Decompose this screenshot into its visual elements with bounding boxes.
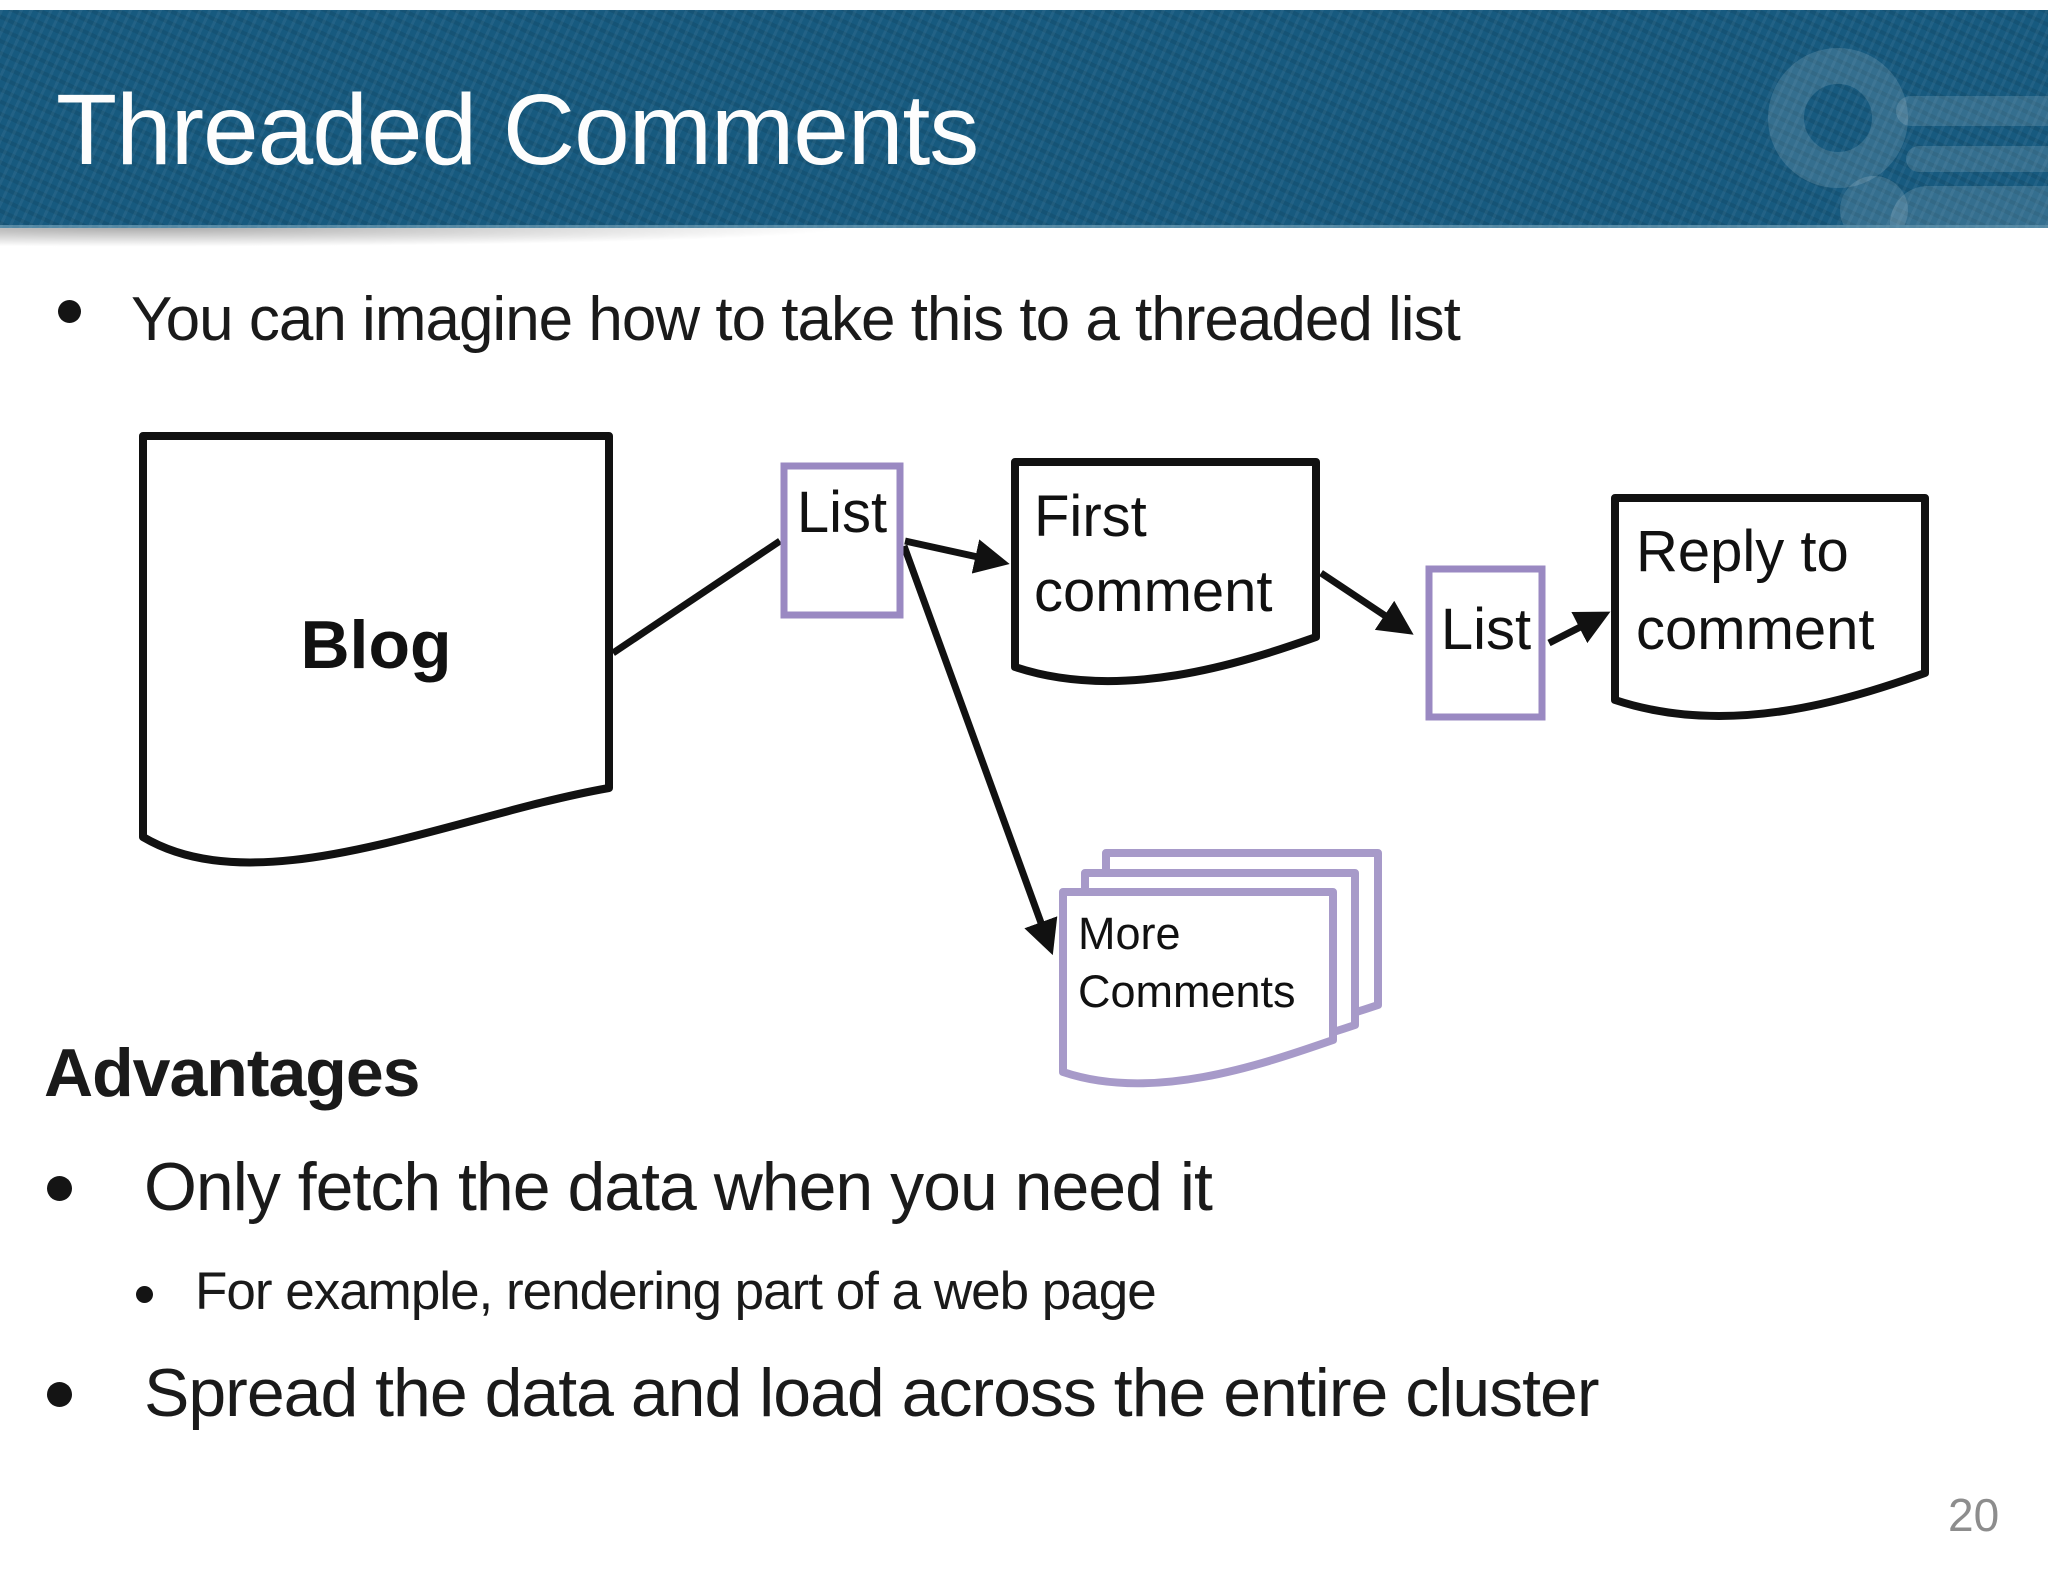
connector-blog-to-list [611,538,782,656]
sub-bullet-text-example: For example, rendering part of a web pag… [195,1262,1157,1321]
more-comments-label-line1: More [1078,908,1181,959]
reply-comment-label-line1: Reply to [1636,519,1849,584]
sub-bullet-dot [136,1286,153,1303]
arrow-list-to-more-comments [900,544,1058,956]
page-number: 20 [1948,1489,2000,1541]
reply-comment-label-line2: comment [1636,597,1875,662]
list-box-2-label: List [1441,597,1531,662]
couch-logo-watermark-icon [1768,48,2048,225]
list-box-1-label: List [797,480,887,545]
first-comment-label-line1: First [1034,484,1147,549]
header-band: Threaded Comments [0,10,2048,228]
blog-document [139,432,613,867]
slide-title: Threaded Comments [56,74,979,186]
more-comments-label-line2: Comments [1078,966,1296,1017]
list-box-1 [780,462,904,619]
more-comments-stack: More Comments [1059,849,1382,1088]
bullet-dot [58,300,81,323]
arrow-list-to-first-comment [904,537,1010,574]
advantages-heading: Advantages [44,1035,420,1111]
bullet-dot [47,1176,72,1201]
bullet-text-spread: Spread the data and load across the enti… [144,1355,1599,1431]
arrow-first-comment-to-list [1319,570,1414,635]
arrow-list-to-reply [1547,611,1611,647]
bullet-dot [47,1382,72,1407]
list-box-2 [1425,565,1546,721]
bullet-text-intro: You can imagine how to take this to a th… [131,285,1461,354]
reply-comment-document [1611,494,1929,721]
first-comment-document [1011,458,1320,686]
bullet-text-fetch: Only fetch the data when you need it [144,1149,1213,1225]
more-comments-document-front [1059,888,1337,1088]
first-comment-label-line2: comment [1034,559,1273,624]
blog-label: Blog [300,607,451,683]
